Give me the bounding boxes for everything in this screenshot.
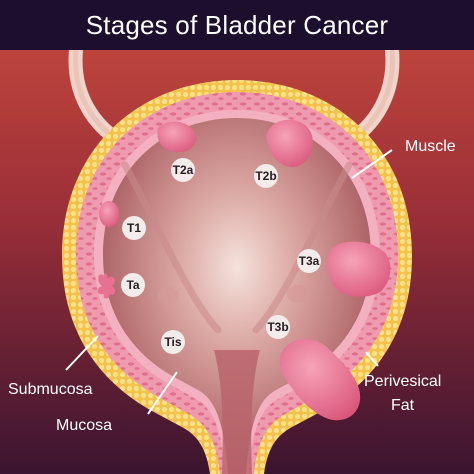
badge-t2b-label: T2b [255, 169, 276, 183]
badge-t1-label: T1 [127, 221, 141, 235]
label-perivesical-line2: Fat [391, 397, 415, 414]
badge-tis: Tis [161, 330, 185, 354]
page-title: Stages of Bladder Cancer [85, 9, 389, 40]
badge-t2b: T2b [254, 164, 278, 188]
label-muscle: Muscle [405, 138, 456, 155]
badge-t3b-label: T3b [267, 320, 288, 334]
badge-t3b: T3b [266, 315, 290, 339]
bladder-lumen [103, 118, 371, 474]
badge-t1: T1 [122, 216, 146, 240]
badge-t2a: T2a [171, 158, 195, 182]
tumor-t2b [266, 119, 313, 168]
perivesical-leader-line [365, 351, 379, 367]
submucosa-leader-line [65, 335, 99, 371]
label-mucosa: Mucosa [56, 417, 112, 434]
badge-ta: Ta [121, 273, 145, 297]
urethra [214, 350, 260, 474]
tumor-t2a [157, 121, 197, 153]
tumor-t3b [279, 339, 361, 421]
tumor-ta [97, 273, 116, 299]
badge-t3a: T3a [297, 249, 321, 273]
badge-ta-label: Ta [126, 278, 139, 292]
badge-t3a-label: T3a [299, 254, 320, 268]
mucosa-leader-line [147, 371, 178, 415]
badge-t2a-label: T2a [173, 163, 194, 177]
tumor-t1 [99, 201, 119, 227]
label-submucosa: Submucosa [8, 381, 93, 398]
badge-tis-label: Tis [164, 335, 181, 349]
title-bar: Stages of Bladder Cancer [0, 0, 474, 50]
tumor-t3a [326, 241, 391, 297]
muscle-leader-line [351, 149, 393, 179]
label-perivesical-line1: Perivesical [364, 373, 441, 390]
